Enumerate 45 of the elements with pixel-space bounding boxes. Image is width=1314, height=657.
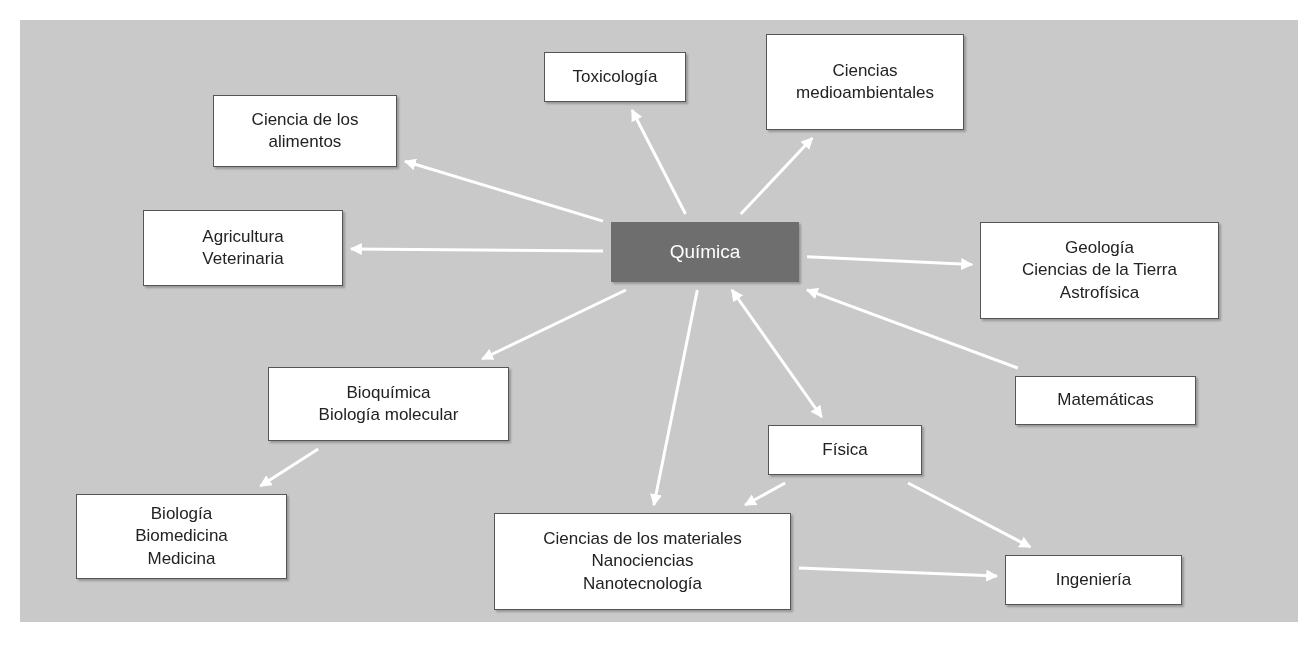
topic-box <box>213 95 397 167</box>
topic-box <box>980 222 1219 319</box>
central-topic-box <box>611 222 799 282</box>
arrow <box>730 289 823 418</box>
topic-label: Química <box>669 239 741 264</box>
arrow <box>259 447 319 488</box>
topic-label: Geología <box>1065 237 1134 260</box>
topic-box <box>143 210 343 286</box>
arrow <box>806 255 974 270</box>
arrow <box>744 481 786 507</box>
topic-box <box>768 425 922 475</box>
arrow <box>805 287 1019 370</box>
arrow <box>403 158 604 223</box>
topic-box <box>76 494 287 579</box>
topic-label: Nanotecnología <box>582 572 703 595</box>
topic-label: Biología molecular <box>318 404 459 426</box>
topic-label: Bioquímica <box>346 381 431 404</box>
topic-label: Medicina <box>147 547 216 570</box>
arrow <box>907 481 1032 549</box>
arrow <box>349 243 603 255</box>
topic-box <box>544 52 686 102</box>
topic-label: Ingeniería <box>1055 568 1132 591</box>
topic-label: Ciencias de la Tierra <box>1022 259 1177 282</box>
topic-box <box>766 34 964 130</box>
arrow <box>481 288 627 361</box>
topic-label: Ciencias medioambientales <box>795 59 935 104</box>
topic-label: Agricultura <box>202 225 284 248</box>
arrow <box>630 108 687 215</box>
topic-label: Ciencias de los materiales <box>543 528 742 551</box>
topic-label: Nanociencias <box>591 550 694 573</box>
topic-label: Ciencia de los alimentos <box>250 108 360 153</box>
topic-box <box>494 513 791 610</box>
topic-box <box>268 367 509 441</box>
arrow <box>650 289 699 507</box>
topic-label: Biomedicina <box>135 525 228 548</box>
topic-label: Astrofísica <box>1059 281 1140 304</box>
topic-label: Veterinaria <box>202 248 284 270</box>
topic-box <box>1015 376 1196 425</box>
topic-label: Matemáticas <box>1057 389 1154 412</box>
topic-label: Toxicología <box>572 65 658 88</box>
arrow <box>739 136 814 216</box>
topic-label: Física <box>822 438 868 461</box>
topic-box <box>1005 555 1182 605</box>
topic-label: Biología <box>150 503 213 526</box>
arrow <box>798 566 999 582</box>
